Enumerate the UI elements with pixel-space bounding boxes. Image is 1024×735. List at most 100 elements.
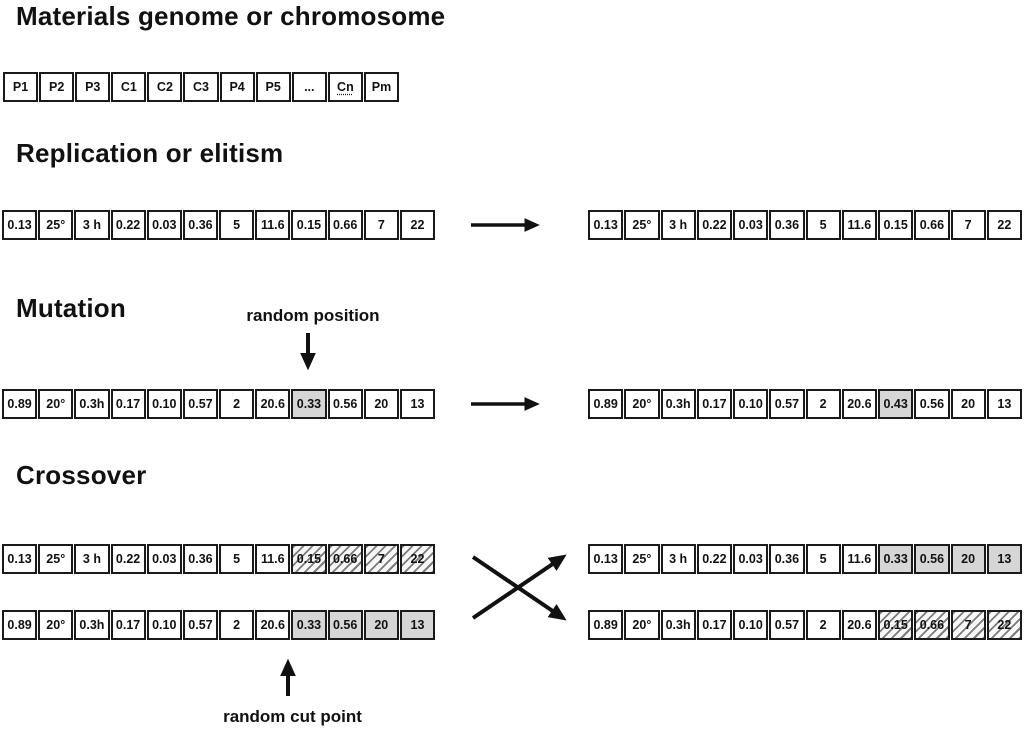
gene-cell: Cn [327,72,363,102]
gene-cell: 22 [986,210,1022,240]
gene-cell: 0.3h [74,610,110,640]
gene-cell: 0.36 [769,544,805,574]
gene-cell: 0.13 [588,544,624,574]
gene-cell-label: 7 [964,618,972,632]
gene-cell: 7 [363,544,399,574]
gene-cell: 0.15 [291,544,327,574]
random-position-label: random position [246,306,380,325]
gene-cell: 11.6 [841,210,877,240]
gene-cell-label: 13 [410,397,425,411]
gene-cell-label: 2 [819,397,827,411]
gene-cell-label: C3 [193,80,209,94]
gene-cell-label: 0.15 [883,618,908,632]
gene-cell: 13 [986,544,1022,574]
gene-cell: 0.66 [914,610,950,640]
gene-cell: 20 [950,544,986,574]
gene-cell: 0.03 [733,544,769,574]
gene-cell: 0.66 [914,210,950,240]
gene-cell: 0.56 [327,610,363,640]
gene-cell-label: P5 [265,80,281,94]
gene-cell: Pm [363,72,400,102]
gene-cell: 0.57 [769,610,805,640]
mutation-heading: Mutation [16,293,126,323]
gene-cell-label: 3 h [669,552,688,566]
gene-cell: 3 h [74,544,110,574]
gene-cell: 25° [38,544,74,574]
gene-cell: 0.17 [110,389,146,419]
gene-cell: 11.6 [841,544,877,574]
gene-cell: 11.6 [255,544,291,574]
gene-cell-label: 0.36 [774,552,800,566]
gene-cell: 20° [624,389,660,419]
gene-cell-label: 0.57 [188,397,213,411]
gene-cell-label: 0.43 [883,397,908,411]
gene-cell: 0.22 [696,544,732,574]
gene-cell-label: 20.6 [847,618,872,632]
gene-cell-label: 0.89 [593,397,618,411]
gene-cell: 0.57 [182,610,219,640]
gene-cell-label: 2 [819,618,827,632]
gene-cell: 0.15 [291,210,327,240]
gene-cell-label: 20° [632,397,652,411]
gene-cell-label: 3 h [82,218,101,232]
gene-cell: 0.10 [733,389,769,419]
gene-cell-label: 0.3h [79,618,105,632]
gene-cell: 0.3h [660,610,696,640]
gene-cell: C2 [147,72,183,102]
gene-cell: 5 [805,210,841,240]
gene-cell-label: 0.36 [188,552,213,566]
gene-cell: 7 [950,610,986,640]
gene-cell-label: 20° [632,618,652,632]
gene-cell: 22 [986,610,1022,640]
gene-cell-label: 0.03 [152,552,177,566]
gene-cell-label: P4 [229,80,245,94]
gene-cell-label: 0.03 [738,218,763,232]
gene-cell: 20 [363,389,399,419]
gene-cell-label: 0.66 [919,618,945,632]
gene-cell-label: 25° [632,552,652,566]
gene-cell: 0.22 [696,210,732,240]
up-arrow-icon [280,658,296,696]
gene-cell-label: P3 [85,80,101,94]
gene-cell-label: 3 h [669,218,688,232]
gene-cell: 13 [399,610,436,640]
gene-cell: 2 [219,389,255,419]
right-arrow-icon [471,218,540,232]
gene-cell: 0.17 [696,389,732,419]
gene-cell: 0.89 [588,389,624,419]
gene-cell: 0.22 [110,544,146,574]
gene-cell: 5 [219,544,255,574]
figure-title: Materials genome or chromosome [16,1,446,31]
gene-cell: C1 [111,72,147,102]
replication-heading: Replication or elitism [16,138,284,168]
gene-cell-label: 0.89 [593,618,618,632]
gene-cell: 0.56 [914,544,950,574]
gene-cell-label: 13 [410,618,425,632]
gene-cell-label: 0.3h [79,397,105,411]
gene-cell-label: 0.22 [115,552,141,566]
gene-cell-label: 0.13 [7,218,32,232]
gene-cell-label: 13 [997,552,1012,566]
gene-cell-label: 0.56 [919,397,945,411]
gene-cell-label: 2 [233,618,241,632]
gene-cell-label: 0.15 [883,218,908,232]
gene-cell-label: 22 [410,552,425,566]
gene-cell: 5 [219,210,255,240]
gene-cell-label: 22 [997,618,1012,632]
gene-cell-label: 7 [377,552,385,566]
gene-cell-label: 0.66 [919,218,945,232]
gene-cell-label: 0.36 [774,218,800,232]
gene-cell-label: 25° [46,218,66,232]
gene-cell-label: 0.15 [296,218,322,232]
gene-cell-label: 0.17 [702,397,727,411]
gene-cell: 0.66 [327,544,363,574]
gene-cell-label: 0.17 [702,618,727,632]
gene-cell-label: 20.6 [260,397,285,411]
gene-cell-label: 5 [233,552,241,566]
